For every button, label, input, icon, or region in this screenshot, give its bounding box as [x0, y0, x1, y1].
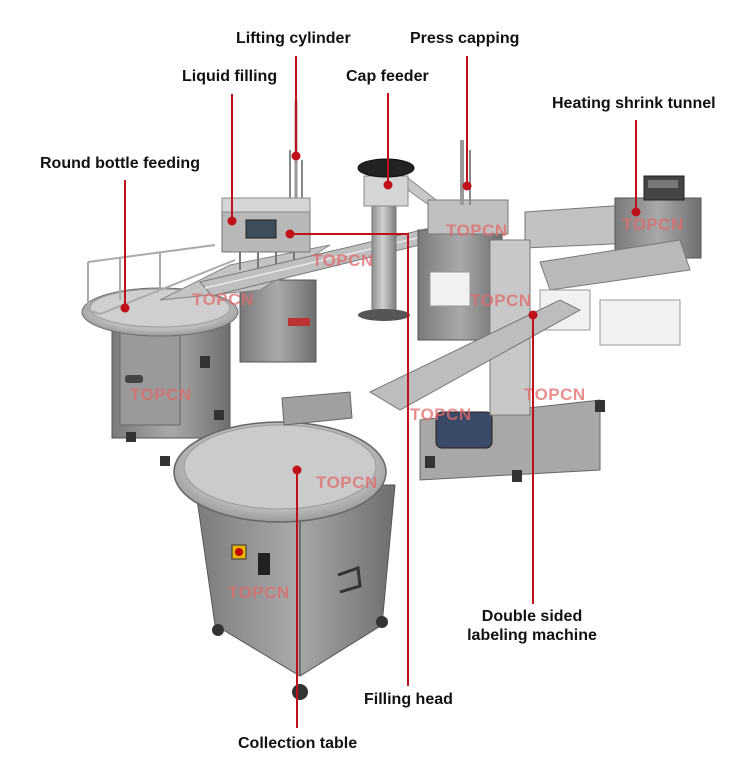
label-cap-feeder: Cap feeder	[346, 68, 429, 85]
heating-shrink-tunnel	[524, 175, 702, 291]
label-line: Double sided	[481, 608, 583, 625]
label-line: labeling machine	[467, 627, 597, 644]
double-sided-labeling-machine	[368, 239, 681, 482]
label-press-capping: Press capping	[410, 30, 520, 47]
watermark-text: TOPCN	[470, 291, 532, 310]
label-collection-table: Collection table	[238, 735, 358, 752]
label-heating-shrink-tunnel: Heating shrink tunnel	[552, 95, 716, 112]
watermark-text: TOPCN	[410, 405, 472, 424]
cap-feeder	[357, 158, 445, 321]
watermark-text: TOPCN	[524, 385, 586, 404]
label-double-sided-labeling-machine: Double sided labeling machine	[462, 607, 602, 645]
watermark-text: TOPCN	[130, 385, 192, 404]
watermark-text: TOPCN	[316, 473, 378, 492]
leader-lines	[120, 56, 641, 728]
label-lifting-cylinder: Lifting cylinder	[236, 30, 351, 47]
label-filling-head: Filling head	[364, 691, 453, 708]
label-round-bottle-feeding: Round bottle feeding	[40, 155, 200, 172]
label-liquid-filling: Liquid filling	[182, 68, 278, 85]
round-bottle-feeding-table	[81, 244, 239, 466]
watermark-text: TOPCN	[228, 583, 290, 602]
collection-table	[173, 391, 396, 700]
watermark-text: TOPCN	[622, 215, 684, 234]
watermark-text: TOPCN	[312, 251, 374, 270]
watermark-text: TOPCN	[192, 290, 254, 309]
leader-filling-head	[290, 233, 409, 686]
watermark-text: TOPCN	[446, 221, 508, 240]
watermarks: TOPCN TOPCN TOPCN TOPCN TOPCN TOPCN TOPC…	[130, 215, 684, 602]
